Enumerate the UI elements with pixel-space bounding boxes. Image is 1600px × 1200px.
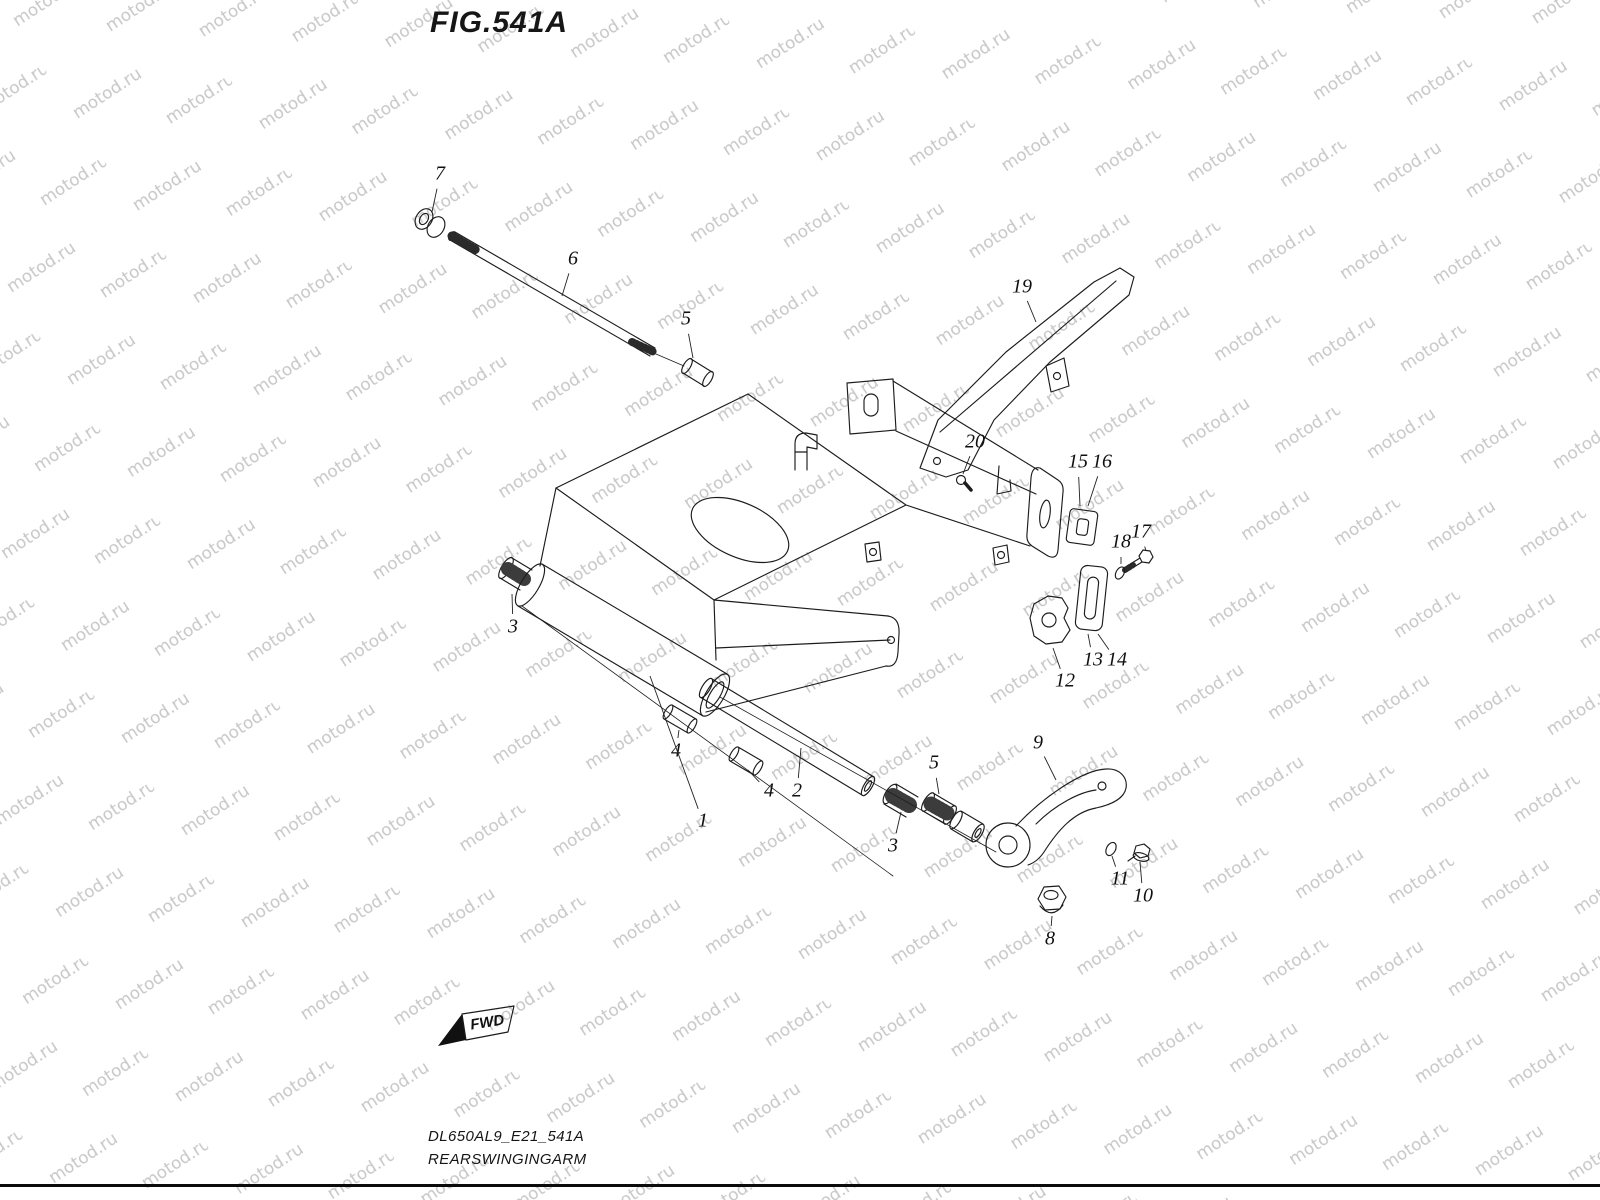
chain-buffer xyxy=(985,768,1127,868)
fwd-arrow-tail xyxy=(461,1005,515,1041)
part-callout-9: 9 xyxy=(1033,732,1043,754)
buffer-bolt-washer xyxy=(1105,841,1151,862)
part-callout-5: 5 xyxy=(929,752,939,774)
part-callout-18: 18 xyxy=(1111,531,1131,553)
part-callout-3: 3 xyxy=(887,835,898,857)
part-callout-15: 15 xyxy=(1068,451,1088,473)
callout-leader-line xyxy=(688,333,694,359)
page-bottom-rule xyxy=(0,1184,1600,1187)
callout-leader-line xyxy=(1050,915,1053,927)
left-bushing xyxy=(498,556,533,591)
cushion-plate xyxy=(1065,508,1099,546)
swingarm-body xyxy=(514,378,1064,717)
part-callout-10: 10 xyxy=(1133,885,1153,907)
callout-leader-line xyxy=(1078,476,1081,507)
callout-leader-line xyxy=(935,777,940,795)
part-callout-2: 2 xyxy=(792,780,802,802)
callout-leader-line xyxy=(1026,300,1037,323)
callout-leader-line xyxy=(1139,861,1143,884)
guard-screw xyxy=(955,474,973,492)
callout-leader-line xyxy=(1043,756,1057,781)
pivot-shaft-and-nut xyxy=(414,208,685,367)
footer-model-code: DL650AL9_E21_541A xyxy=(428,1128,585,1145)
part-callout-4: 4 xyxy=(671,740,681,762)
part-callout-6: 6 xyxy=(568,248,578,270)
construction-lines xyxy=(521,605,997,877)
callout-leader-line xyxy=(677,729,680,739)
right-bushing xyxy=(882,783,919,818)
inner-spacer-tube xyxy=(698,677,876,797)
adjuster-bolt-washer xyxy=(1114,549,1154,580)
callout-leader-line xyxy=(1097,633,1110,650)
part-callout-7: 7 xyxy=(435,163,446,185)
callout-leader-line xyxy=(747,769,760,783)
part-callout-3: 3 xyxy=(507,616,518,638)
fwd-label: FWD xyxy=(469,1011,506,1033)
callout-leader-line xyxy=(895,811,902,834)
callout-leader-line xyxy=(561,273,570,297)
part-callout-14: 14 xyxy=(1107,649,1127,671)
callout-leader-line xyxy=(511,593,514,615)
callout-leader-line xyxy=(1087,633,1091,648)
callout-leader-line xyxy=(1111,855,1117,867)
part-callout-5: 5 xyxy=(681,308,691,330)
callout-leader-line xyxy=(431,188,438,213)
callout-leader-line xyxy=(1087,476,1099,507)
figure-title: FIG.541A xyxy=(430,6,569,39)
chain-adjuster-plate xyxy=(1074,564,1109,632)
part-callout-17: 17 xyxy=(1131,521,1152,543)
footer-figure-name: REARSWINGINGARM xyxy=(428,1151,587,1168)
part-callout-16: 16 xyxy=(1092,451,1112,473)
part-callout-13: 13 xyxy=(1083,649,1103,671)
callout-leader-line xyxy=(1052,647,1061,669)
callout-leader-line xyxy=(1144,546,1147,552)
part-callout-1: 1 xyxy=(698,810,708,832)
chain-adjuster-block xyxy=(1029,595,1071,645)
axle-nut xyxy=(1037,885,1067,914)
part-callout-8: 8 xyxy=(1045,928,1055,950)
part-callout-12: 12 xyxy=(1055,670,1075,692)
part-callout-4: 4 xyxy=(764,780,774,802)
part-callout-11: 11 xyxy=(1111,868,1130,890)
fwd-arrow: FWD xyxy=(438,1005,515,1046)
fwd-arrowhead xyxy=(438,1014,466,1046)
part-callout-19: 19 xyxy=(1012,276,1032,298)
upper-bearing-spacer xyxy=(681,357,714,388)
callout-leader-line xyxy=(797,747,802,779)
callout-leader-line xyxy=(649,675,699,809)
callout-leader-line xyxy=(962,455,971,475)
part-callout-20: 20 xyxy=(965,431,985,453)
